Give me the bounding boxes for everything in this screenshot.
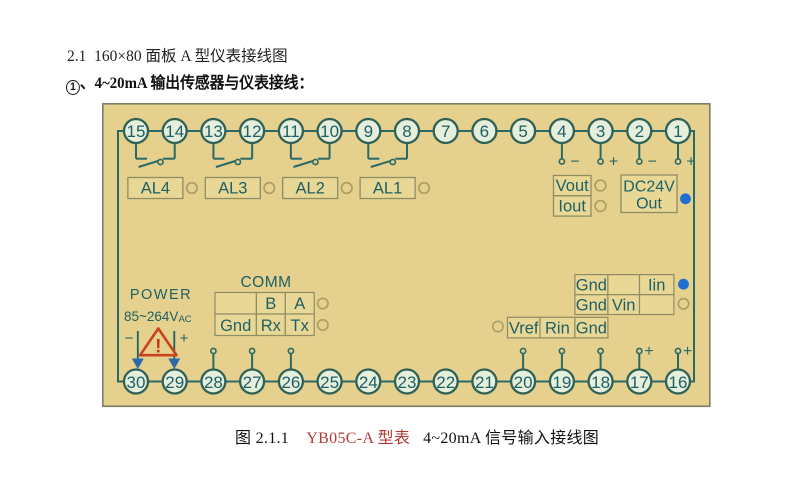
svg-text:26: 26 (281, 373, 300, 392)
svg-text:25: 25 (320, 373, 339, 392)
svg-text:COMM: COMM (240, 274, 291, 291)
svg-text:+: + (683, 343, 692, 360)
svg-text:+: + (686, 154, 695, 171)
svg-text:11: 11 (282, 122, 300, 141)
svg-text:12: 12 (243, 122, 262, 141)
svg-text:B: B (265, 295, 276, 313)
svg-text:AL1: AL1 (373, 180, 402, 198)
svg-text:21: 21 (475, 373, 494, 392)
svg-text:27: 27 (243, 373, 262, 392)
svg-text:15: 15 (127, 122, 146, 141)
svg-text:5: 5 (518, 122, 527, 141)
svg-text:−: − (125, 330, 134, 347)
svg-text:13: 13 (204, 122, 223, 141)
svg-text:28: 28 (204, 373, 223, 392)
svg-text:Vout: Vout (556, 177, 589, 195)
svg-text:−: − (648, 154, 657, 171)
svg-text:7: 7 (441, 122, 450, 141)
svg-text:3: 3 (596, 122, 605, 141)
svg-text:Gnd: Gnd (576, 319, 607, 337)
svg-text:1: 1 (673, 122, 682, 141)
svg-text:Gnd: Gnd (576, 276, 607, 294)
svg-text:Gnd: Gnd (220, 317, 251, 335)
svg-text:!: ! (155, 337, 161, 358)
svg-text:19: 19 (552, 373, 571, 392)
svg-text:Vin: Vin (612, 296, 636, 314)
svg-text:4: 4 (557, 122, 566, 141)
svg-text:+: + (180, 330, 189, 347)
svg-text:22: 22 (436, 373, 455, 392)
svg-text:Out: Out (636, 196, 662, 213)
svg-text:10: 10 (320, 122, 339, 141)
svg-text:30: 30 (127, 373, 146, 392)
svg-text:16: 16 (669, 373, 688, 392)
svg-text:17: 17 (630, 373, 649, 392)
svg-text:−: − (570, 154, 579, 171)
svg-text:Rin: Rin (545, 319, 570, 337)
svg-text:DC24V: DC24V (623, 179, 675, 196)
svg-text:Iout: Iout (558, 198, 586, 216)
svg-text:20: 20 (514, 373, 533, 392)
svg-text:AL4: AL4 (141, 180, 170, 198)
svg-text:24: 24 (359, 373, 378, 392)
svg-text:6: 6 (480, 122, 489, 141)
svg-text:POWER: POWER (130, 287, 192, 303)
svg-text:AL3: AL3 (218, 180, 247, 198)
svg-text:85~264VAC: 85~264VAC (124, 309, 192, 325)
svg-text:Gnd: Gnd (576, 296, 607, 314)
svg-text:8: 8 (402, 122, 411, 141)
svg-text:9: 9 (364, 122, 373, 141)
svg-text:AL2: AL2 (296, 180, 325, 198)
svg-text:14: 14 (165, 122, 184, 141)
svg-text:Rx: Rx (261, 317, 282, 335)
svg-text:A: A (294, 295, 305, 313)
svg-text:Vref: Vref (509, 319, 539, 337)
svg-text:29: 29 (165, 373, 184, 392)
svg-text:18: 18 (591, 373, 610, 392)
svg-text:+: + (609, 154, 618, 171)
svg-text:Tx: Tx (291, 317, 310, 335)
svg-text:2: 2 (635, 122, 644, 141)
svg-text:Iin: Iin (648, 276, 665, 294)
svg-text:+: + (644, 343, 653, 360)
svg-text:23: 23 (398, 373, 417, 392)
